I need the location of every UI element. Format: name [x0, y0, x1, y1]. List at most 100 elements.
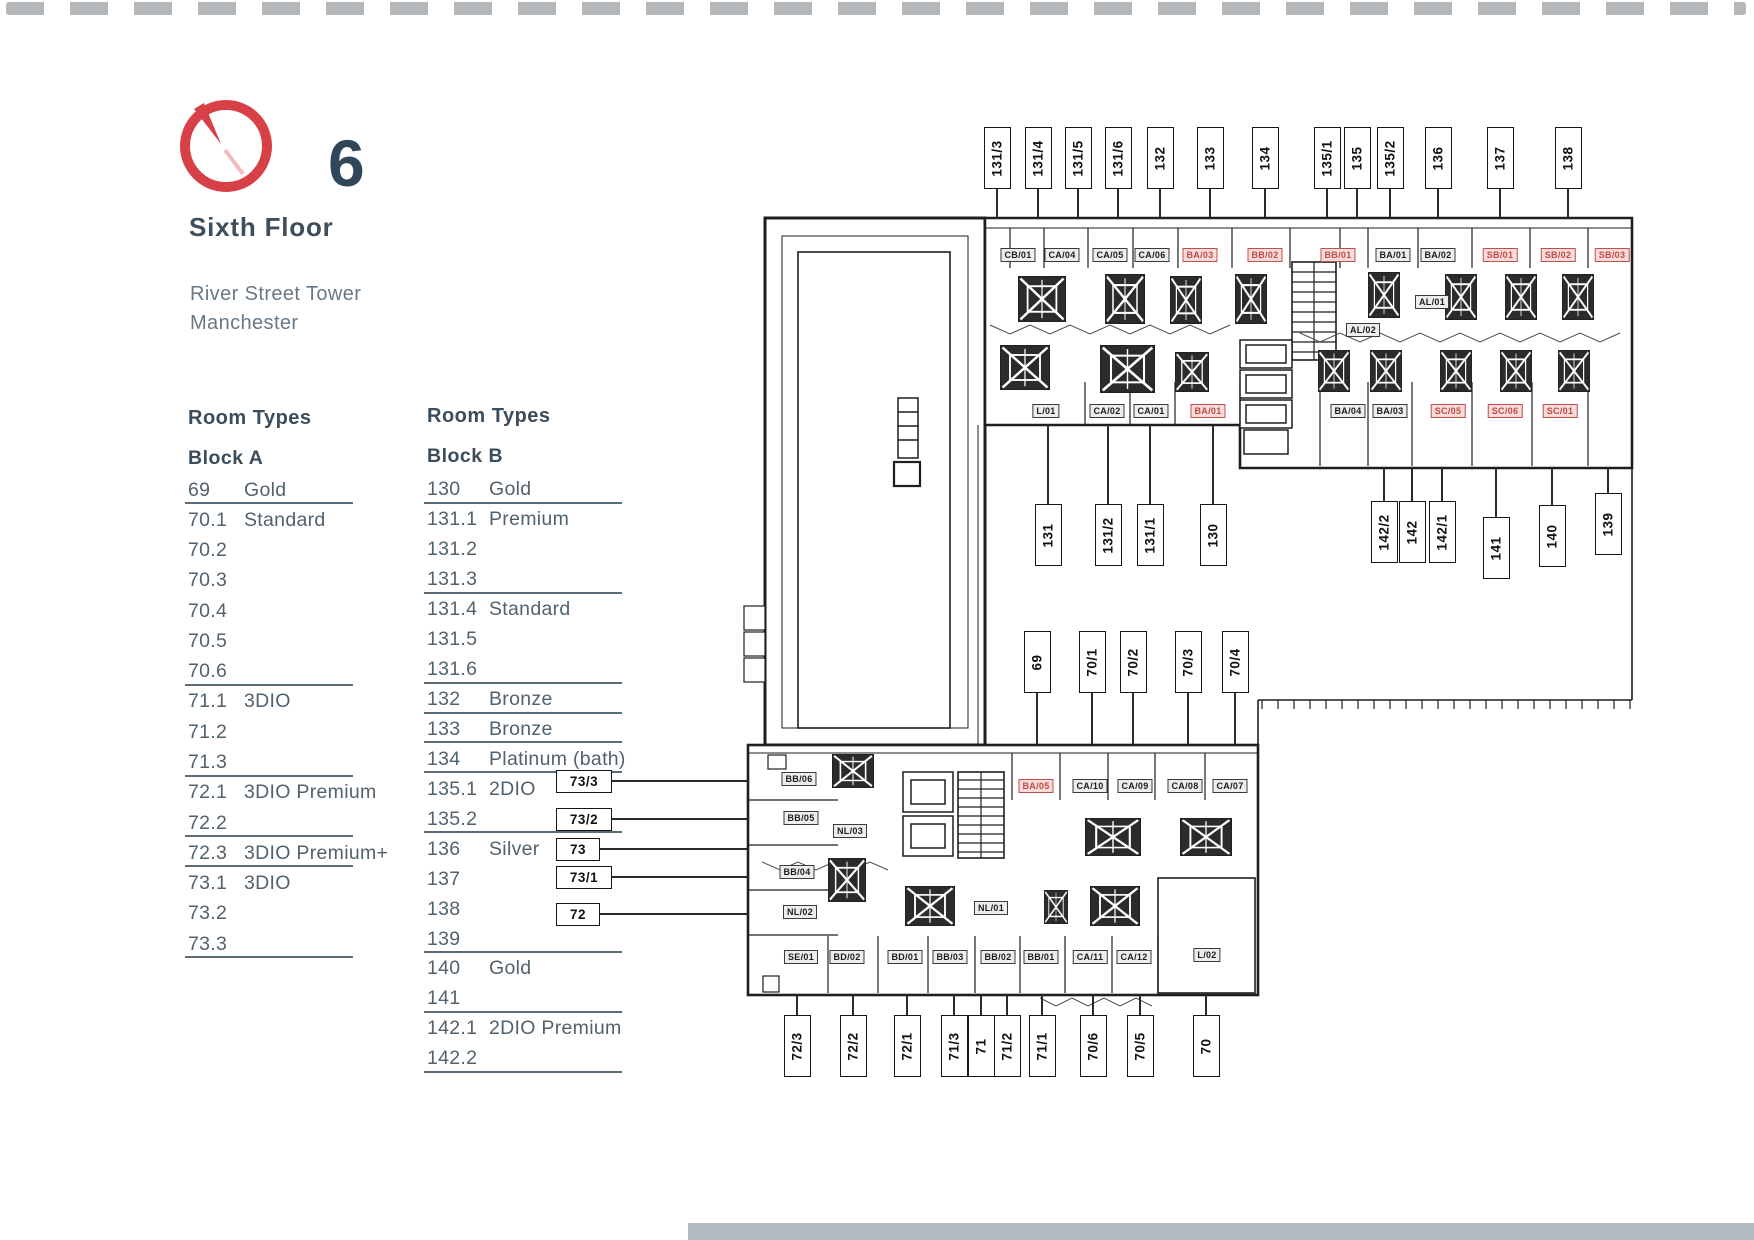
unit-type-label: BD/02: [829, 950, 865, 964]
leader-line: [1077, 189, 1079, 218]
unit-type-label: CA/01: [1133, 404, 1169, 418]
room-number: 71.2: [188, 720, 228, 743]
leader-line: [1006, 995, 1008, 1015]
room-number: 140: [427, 957, 461, 980]
room-type-name: Bronze: [489, 717, 553, 740]
leader-line: [1139, 995, 1141, 1015]
leader-line: [1187, 693, 1189, 745]
lift-shafts-icon: [1239, 339, 1293, 455]
room-type-name: 2DIO Premium: [489, 1017, 622, 1040]
unit-type-label: SB/03: [1594, 248, 1630, 262]
room-type-item: 131.3: [424, 565, 626, 595]
unit-type-label: NL/03: [832, 824, 868, 838]
leader-line: [906, 995, 908, 1015]
leader-line: [1212, 425, 1214, 504]
leader-line: [1411, 468, 1413, 501]
room-number: 142.1: [427, 1017, 478, 1040]
room-number: 141: [427, 987, 461, 1010]
unit-type-label: BD/01: [887, 950, 923, 964]
unit-type-label: BB/02: [980, 950, 1016, 964]
unit-type-label: L/02: [1193, 948, 1221, 962]
plan-ref-label: 131: [1034, 504, 1062, 566]
room-type-item: 141: [424, 984, 626, 1014]
plan-ref-label: 136: [1424, 127, 1452, 189]
plan-ref-label: 73/2: [556, 807, 612, 831]
plan-ref-label: 141: [1482, 517, 1510, 579]
courtyard: [977, 425, 1633, 745]
room-type-item: 131.5: [427, 625, 626, 655]
plan-ref-label: 73/3: [556, 769, 612, 793]
room-type-item: 73.3: [184, 929, 388, 959]
plan-ref-label: 70/2: [1119, 631, 1147, 693]
plan-ref-label: 72: [556, 902, 600, 926]
leader-line: [980, 995, 982, 1015]
binding-marks: [6, 2, 1746, 15]
plan-ref-label: 70/6: [1079, 1015, 1107, 1077]
room-type-item: 70.2: [188, 536, 388, 566]
room-number: 131.1: [427, 508, 478, 531]
room-number: 137: [427, 867, 461, 890]
room-number: 70.4: [188, 599, 228, 622]
plan-ref-label: 131/3: [983, 127, 1011, 189]
unit-type-label: BB/01: [1320, 248, 1356, 262]
plan-ref-label: 131/4: [1024, 127, 1052, 189]
room-number: 73.2: [188, 902, 228, 925]
unit-type-label: CA/08: [1167, 779, 1203, 793]
unit-type-label: CA/09: [1117, 779, 1153, 793]
plan-ref-label: 69: [1023, 631, 1051, 693]
building-city: Manchester: [190, 312, 299, 334]
room-types-heading-b: Room Types: [427, 405, 551, 427]
leader-line: [1326, 189, 1328, 218]
room-number: 70.3: [188, 569, 228, 592]
room-number: 134: [427, 747, 461, 770]
clock-logo: [180, 100, 272, 192]
room-number: 131.6: [427, 658, 478, 681]
unit-type-label: CA/02: [1089, 404, 1125, 418]
leader-line: [1132, 693, 1134, 745]
room-number: 71.1: [188, 690, 228, 713]
room-type-item: 142.1 2DIO Premium: [427, 1014, 626, 1044]
leader-line: [1092, 995, 1094, 1015]
room-number: 72.1: [188, 781, 228, 804]
plan-ref-label: 71: [967, 1015, 995, 1077]
unit-type-label: AL/01: [1414, 295, 1450, 309]
plan-ref-label: 70/4: [1221, 631, 1249, 693]
room-number: 70.5: [188, 629, 228, 652]
building-address: River Street Tower Manchester: [190, 280, 361, 338]
leader-line: [612, 818, 748, 820]
plan-ref-label: 142/1: [1428, 501, 1456, 563]
room-number: 131.5: [427, 628, 478, 651]
leader-line: [1383, 468, 1385, 501]
room-number: 136: [427, 837, 461, 860]
plan-ref-label: 72/1: [893, 1015, 921, 1077]
plan-ref-label: 135: [1343, 127, 1371, 189]
plan-ref-label: 70/5: [1126, 1015, 1154, 1077]
room-type-item: 70.6: [184, 657, 388, 687]
unit-type-label: SC/05: [1430, 404, 1466, 418]
room-type-name: 2DIO: [489, 777, 536, 800]
room-type-name: Standard: [244, 508, 326, 531]
room-type-name: 3DIO: [244, 872, 291, 895]
room-number: 133: [427, 717, 461, 740]
room-type-name: 3DIO: [244, 690, 291, 713]
leader-line: [1389, 189, 1391, 218]
leader-line: [600, 913, 748, 915]
unit-type-label: BA/02: [1420, 248, 1456, 262]
unit-type-label: CA/04: [1044, 248, 1080, 262]
room-number: 142.2: [427, 1047, 478, 1070]
room-number: 73.1: [188, 872, 228, 895]
plan-ref-label: 71/1: [1028, 1015, 1056, 1077]
floor-number: 6: [328, 126, 365, 200]
room-type-item: 72.2: [184, 808, 388, 838]
plan-ref-label: 130: [1199, 504, 1227, 566]
leader-line: [1441, 468, 1443, 501]
